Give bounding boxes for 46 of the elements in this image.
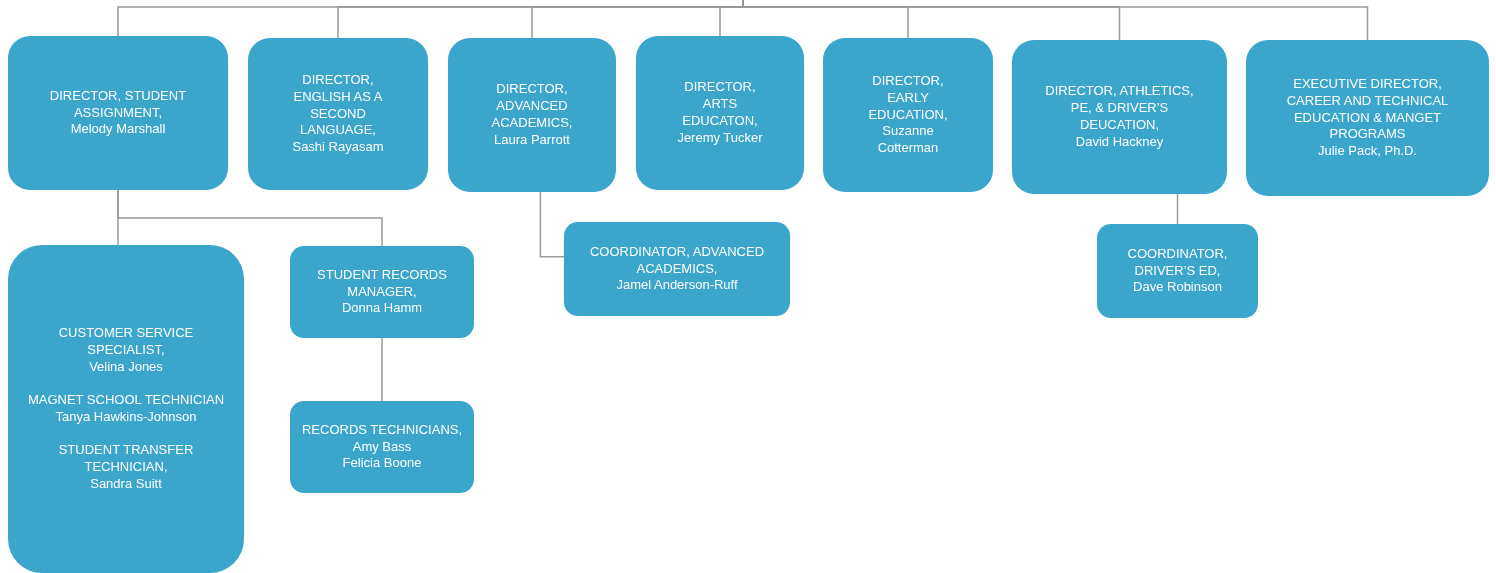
org-chart-box bbox=[1012, 40, 1227, 194]
job-title: STUDENT TRANSFER TECHNICIAN, bbox=[57, 441, 195, 476]
connector-line bbox=[539, 191, 565, 258]
connector-line bbox=[1176, 193, 1179, 225]
person-name: Felicia Boone bbox=[342, 455, 422, 473]
person-name: Dave Robinson bbox=[1133, 279, 1222, 297]
job-title: RECORDS TECHNICIANS, bbox=[301, 421, 463, 439]
org-chart-box bbox=[8, 36, 228, 190]
person-name: Melody Marshall bbox=[70, 121, 166, 139]
job-title: CUSTOMER SERVICE SPECIALIST, bbox=[57, 325, 195, 360]
org-chart-box bbox=[448, 38, 616, 192]
person-name: Julie Pack, Ph.D. bbox=[1318, 143, 1417, 161]
job-title: EXECUTIVE DIRECTOR, CAREER AND TECHNICAL EDUCATION & MANGET PROGRAMS bbox=[1285, 75, 1450, 144]
job-title: DIRECTOR, ARTS EDUCATON, bbox=[681, 79, 759, 130]
person-name: Jeremy Tucker bbox=[677, 129, 763, 147]
org-chart-box bbox=[564, 222, 790, 316]
connector-line bbox=[381, 337, 383, 402]
org-chart-box bbox=[1246, 40, 1489, 196]
org-chart-box bbox=[8, 245, 244, 573]
job-title: DIRECTOR, STUDENT ASSIGNMENT, bbox=[48, 87, 188, 122]
connector-line bbox=[117, 189, 383, 247]
connector-line bbox=[742, 0, 1369, 41]
job-title: STUDENT RECORDS MANAGER, bbox=[316, 266, 448, 301]
job-title: COORDINATOR, ADVANCED ACADEMICS, bbox=[588, 243, 766, 278]
org-chart-box bbox=[290, 401, 474, 493]
org-chart-box bbox=[823, 38, 993, 192]
job-title: COORDINATOR, DRIVER’S ED, bbox=[1126, 245, 1229, 280]
org-chart-box bbox=[636, 36, 804, 190]
person-name: Suzanne Cotterman bbox=[876, 123, 940, 158]
org-chart-box bbox=[290, 246, 474, 338]
job-title: DIRECTOR, ADVANCED ACADEMICS, bbox=[490, 81, 574, 132]
person-name: Jamel Anderson-Ruff bbox=[616, 277, 738, 295]
person-name: Tanya Hawkins-Johnson bbox=[55, 409, 197, 426]
person-name: Donna Hamm bbox=[341, 300, 423, 318]
org-chart-box bbox=[248, 38, 428, 190]
org-chart-box bbox=[1097, 224, 1258, 318]
person-name: Amy Bass bbox=[352, 438, 412, 456]
person-name: Sandra Suitt bbox=[90, 475, 162, 493]
person-name: Laura Parrott bbox=[494, 131, 570, 149]
person-name: Sashi Rayasam bbox=[292, 139, 384, 157]
job-title: DIRECTOR, EARLY EDUCATION, bbox=[867, 72, 949, 124]
job-title: MAGNET SCHOOL TECHNICIAN bbox=[27, 392, 225, 409]
person-name: David Hackney bbox=[1075, 133, 1164, 151]
job-title: DIRECTOR, ATHLETICS, PE, & DRIVER’S DEUCATION, bbox=[1044, 83, 1195, 134]
job-title: DIRECTOR, ENGLISH AS A SECOND LANGUAGE, bbox=[292, 71, 384, 140]
person-name: Velina Jones bbox=[89, 359, 163, 377]
